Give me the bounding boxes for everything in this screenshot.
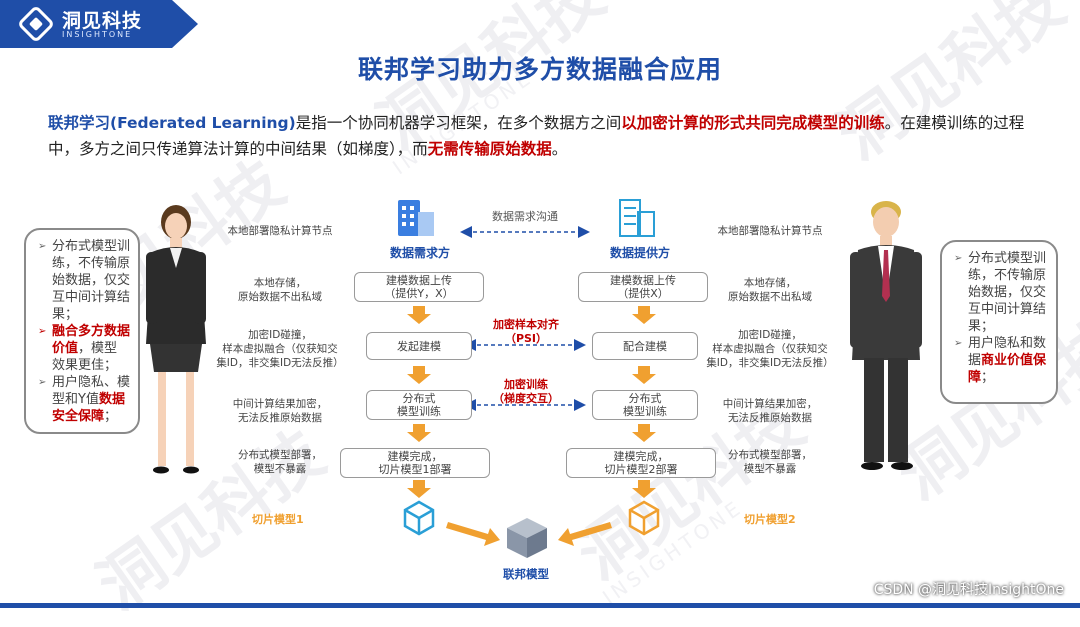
note-left-2: 本地存储，原始数据不出私域 xyxy=(220,276,340,304)
note-right-2: 本地存储，原始数据不出私域 xyxy=(710,276,830,304)
slice-model-1-cube-icon xyxy=(405,502,433,534)
note-right-3: 加密ID碰撞，样本虚拟融合（仅获知交集ID，非交集ID无法反推） xyxy=(698,328,842,370)
flow-step-box: 建模数据上传（提供X） xyxy=(578,272,708,302)
flow-diagram xyxy=(0,0,1080,608)
party-provider-label: 数据提供方 xyxy=(600,244,680,261)
credit-watermark: CSDN @洞见科技InsightOne xyxy=(874,579,1064,599)
flow-step-box: 建模数据上传（提供Y，X） xyxy=(354,272,484,302)
note-left-4: 中间计算结果加密，无法反推原始数据 xyxy=(218,397,342,425)
federated-model-cube-icon xyxy=(507,518,547,558)
note-right-4: 中间计算结果加密，无法反推原始数据 xyxy=(708,397,832,425)
note-right-1: 本地部署隐私计算节点 xyxy=(702,224,838,238)
flow-step-box: 分布式模型训练 xyxy=(366,390,472,420)
psi-label: 加密样本对齐（PSI） xyxy=(478,318,574,346)
building-icon xyxy=(398,200,434,236)
train-label: 加密训练（梯度交互） xyxy=(478,378,574,406)
building-icon xyxy=(620,200,654,236)
note-left-3: 加密ID碰撞，样本虚拟融合（仅获知交集ID，非交集ID无法反推） xyxy=(208,328,352,370)
note-left-1: 本地部署隐私计算节点 xyxy=(212,224,348,238)
note-left-5: 分布式模型部署，模型不暴露 xyxy=(218,448,342,476)
note-right-5: 分布式模型部署，模型不暴露 xyxy=(708,448,832,476)
flow-step-box: 建模完成，切片模型1部署 xyxy=(340,448,490,478)
flow-step-box: 分布式模型训练 xyxy=(592,390,698,420)
slice-model-2-cube-icon xyxy=(630,502,658,534)
flow-step-box: 建模完成，切片模型2部署 xyxy=(566,448,716,478)
flow-step-box: 发起建模 xyxy=(366,332,472,360)
flow-step-box: 配合建模 xyxy=(592,332,698,360)
bottom-bar xyxy=(0,603,1080,608)
comm-label: 数据需求沟通 xyxy=(480,208,570,224)
slice-model-2-label: 切片模型2 xyxy=(744,511,796,527)
federated-model-label: 联邦模型 xyxy=(503,566,549,582)
slice-model-1-label: 切片模型1 xyxy=(252,511,304,527)
party-demand-label: 数据需求方 xyxy=(380,244,460,261)
